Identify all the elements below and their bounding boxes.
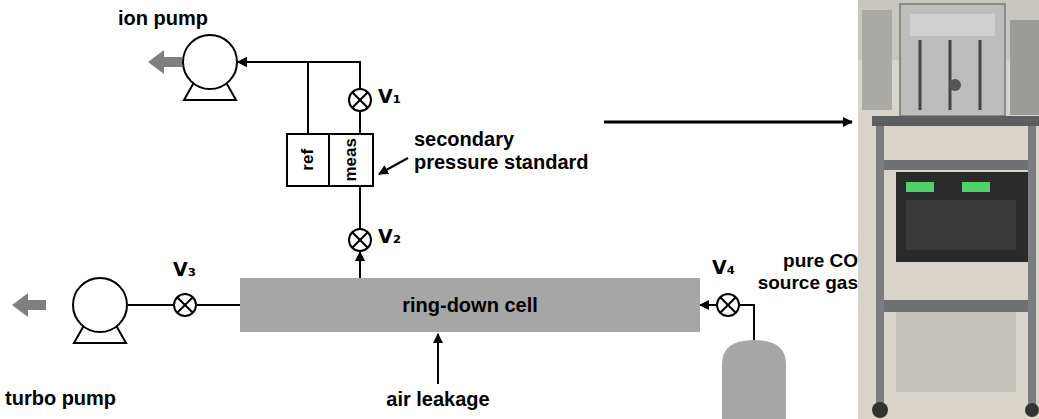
turbo-pump: turbo pump [72,277,128,333]
callout-arrow [379,158,408,174]
gauge-chamber: meas [328,133,374,187]
leak-arrow [437,334,439,384]
callout-arrow [604,121,852,124]
pump-label: turbo pump [5,387,116,410]
valve: V₃ [173,293,197,317]
valve-symbol [348,88,372,112]
gas-cylinder: pure CO source gas [722,340,786,419]
valve: V₂ [348,228,372,252]
pipe-line [128,304,173,306]
valve-label: V₄ [712,257,735,279]
cell-label: ring-down cell [402,294,538,317]
callout-label: secondary pressure standard [414,128,596,174]
pipe-line [359,187,361,228]
exhaust-arrow [12,293,46,317]
chamber-label: ref [298,149,318,171]
gauge-chamber: ref [286,133,330,187]
cylinder-symbol [722,340,786,419]
pipe-line [197,304,240,306]
pipe-line [359,112,361,133]
source-label: pure CO source gas [752,250,858,294]
ion-pump: ion pump [182,34,238,90]
valve: V₁ [348,88,372,112]
valve-label: V₃ [173,259,196,281]
pipe-line [740,305,754,340]
pump-symbol [182,34,238,104]
valve-symbol [716,293,740,317]
ring-down-cell: ring-down cell [240,278,700,332]
pipe-line [238,62,308,133]
exhaust-arrow [148,50,182,74]
pipe-line [700,304,716,306]
chamber-label: meas [341,138,361,181]
pump-symbol [72,277,128,347]
pipe-line [238,62,360,88]
pipe-line [359,252,361,278]
callout-label: air leakage [386,388,489,411]
valve: V₄ [716,293,740,317]
photo [858,0,1039,419]
valve-symbol [348,228,372,252]
valve-symbol [173,293,197,317]
valve-label: V₁ [378,86,401,108]
valve-label: V₂ [378,226,401,248]
pump-label: ion pump [118,7,208,30]
